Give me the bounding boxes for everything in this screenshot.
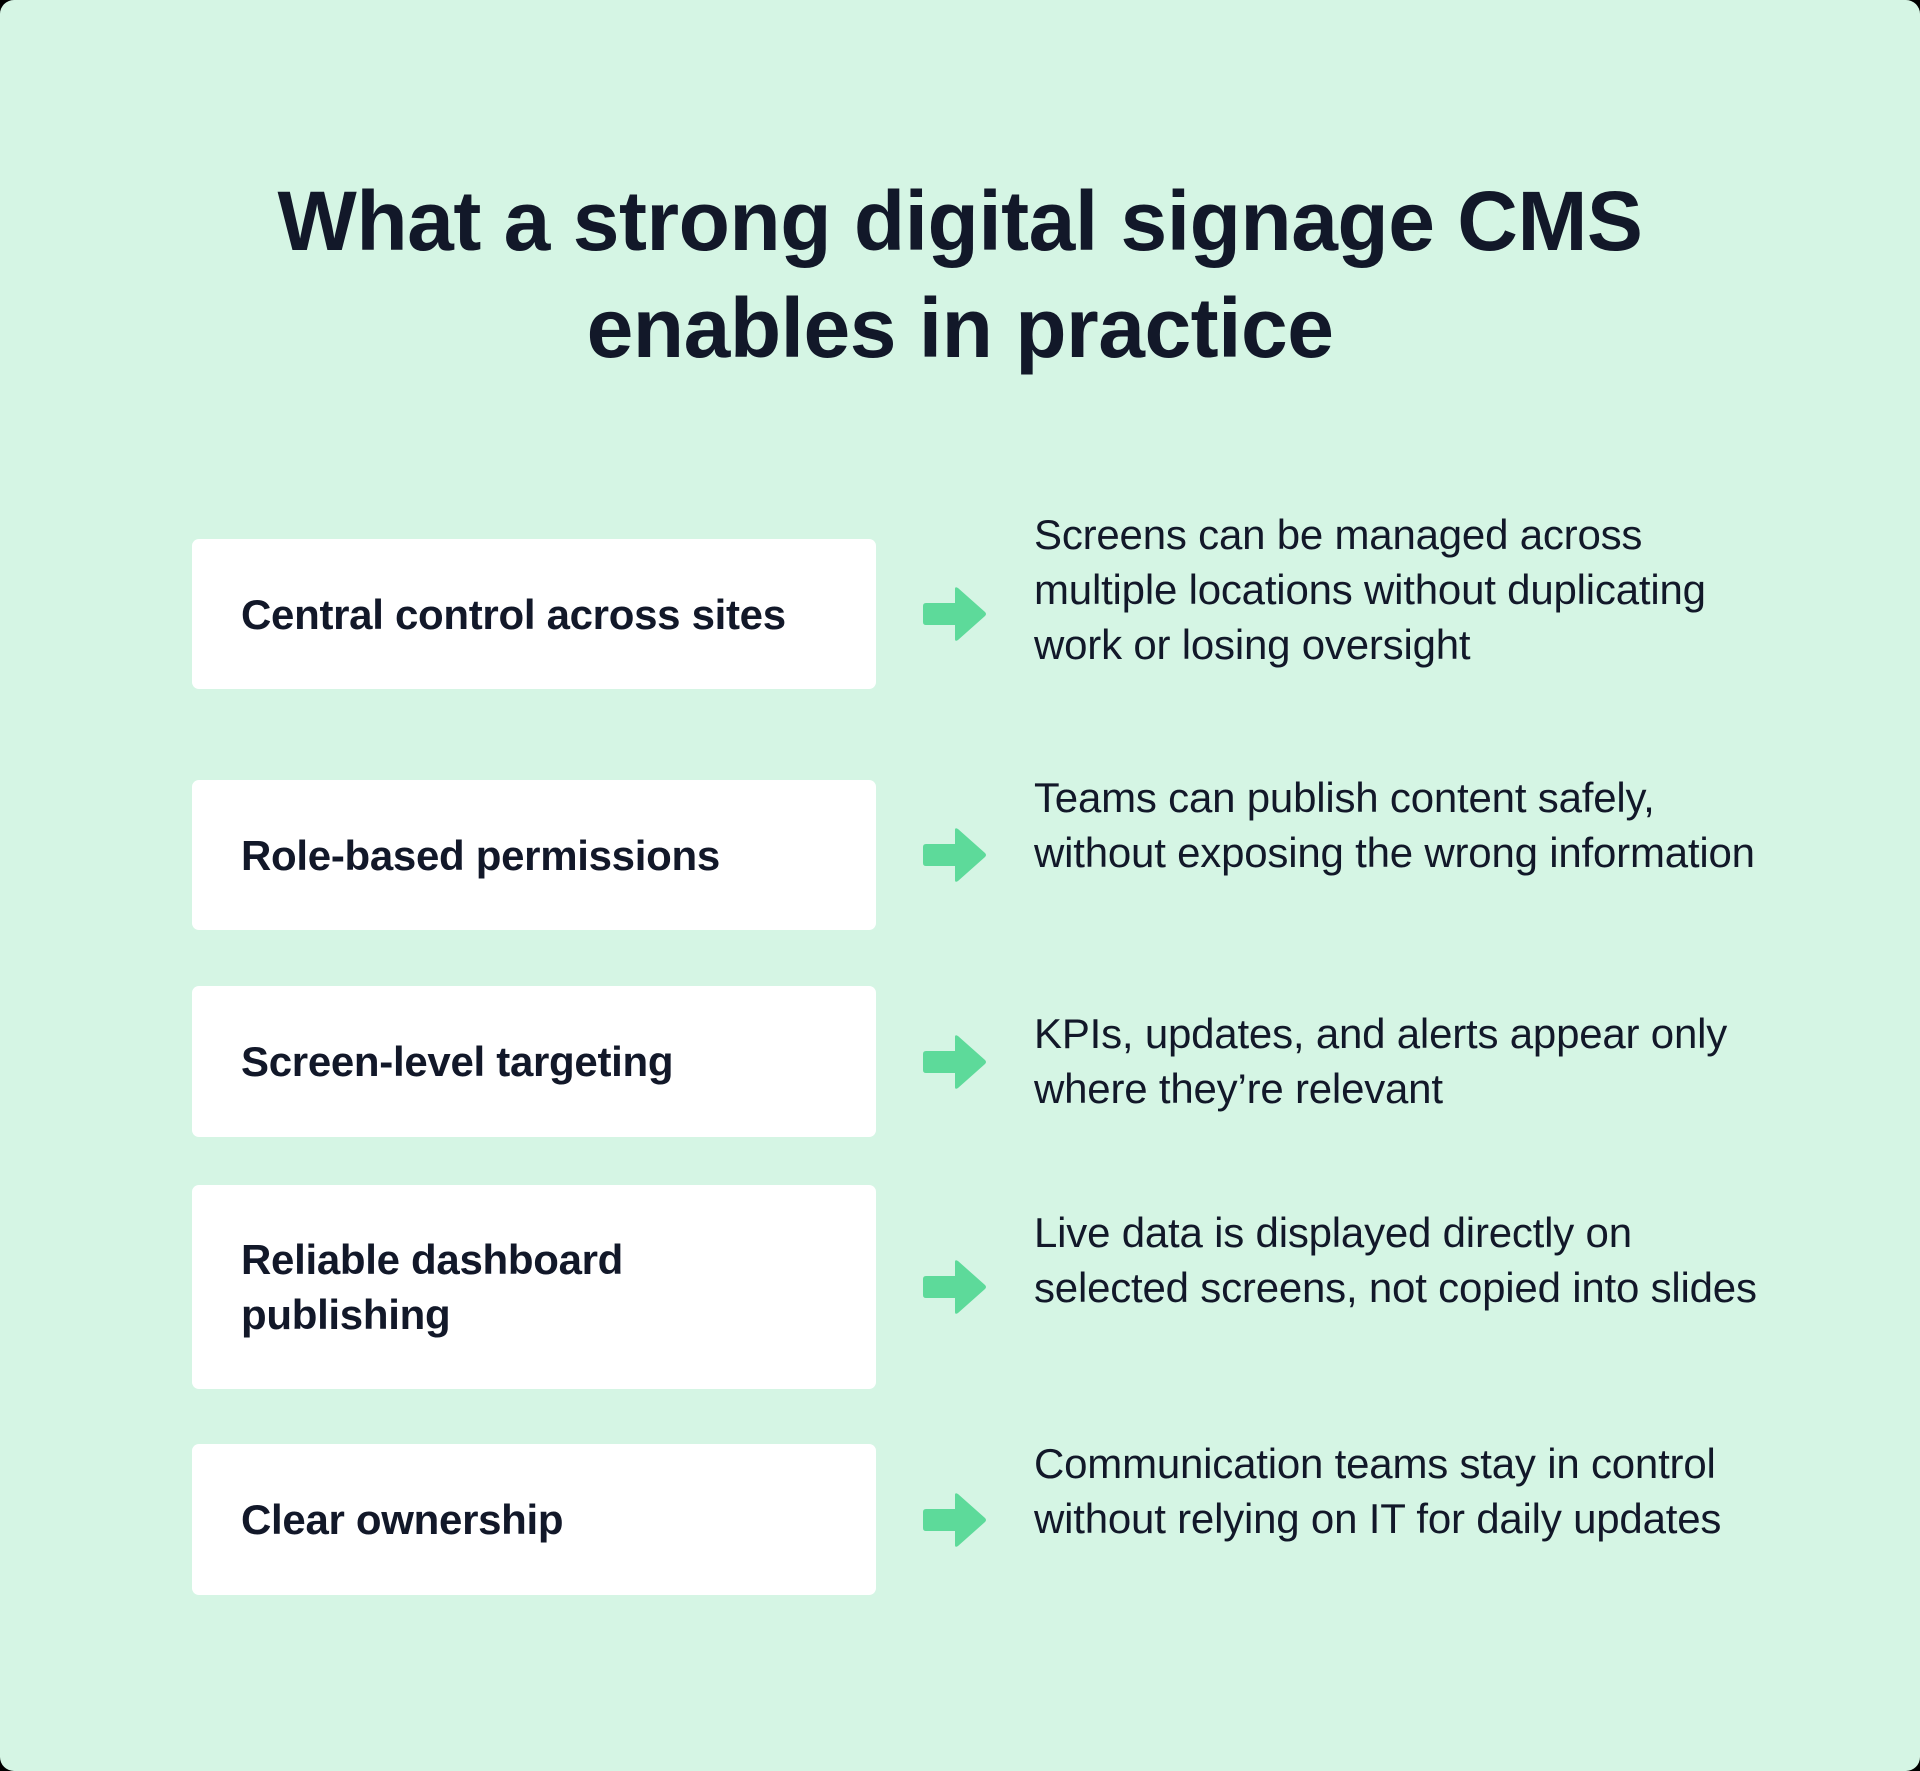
feature-description: Teams can publish content safely, withou…: [1034, 774, 1755, 876]
arrow-right-icon: [923, 828, 986, 882]
title-line-2: enables in practice: [586, 281, 1334, 375]
feature-label: Clear ownership: [241, 1496, 564, 1543]
arrow-right-icon: [923, 1493, 986, 1547]
feature-label: Reliable dashboard publishing: [241, 1236, 624, 1338]
feature-card: Role-based permissions: [192, 780, 876, 930]
feature-card: Screen-level targeting: [192, 986, 876, 1137]
feature-label: Screen-level targeting: [241, 1038, 674, 1085]
feature-card: Reliable dashboard publishing: [192, 1185, 876, 1389]
feature-description: Communication teams stay in control with…: [1034, 1440, 1722, 1542]
feature-row: Role-based permissions Teams can publish…: [192, 774, 1755, 930]
feature-row: Reliable dashboard publishing Live data …: [192, 1185, 1757, 1389]
feature-description: KPIs, updates, and alerts appear only wh…: [1034, 1010, 1728, 1112]
arrow-right-icon: [923, 587, 986, 641]
feature-description: Screens can be managed across multiple l…: [1034, 511, 1706, 668]
feature-row: Clear ownership Communication teams stay…: [192, 1440, 1752, 1595]
feature-description: Live data is displayed directly on selec…: [1034, 1209, 1757, 1311]
feature-label: Central control across sites: [241, 590, 786, 638]
arrow-right-icon: [923, 1035, 986, 1089]
feature-row: Central control across sites Screens can…: [192, 511, 1752, 689]
title-line-1: What a strong digital signage CMS: [277, 174, 1643, 268]
feature-card: Clear ownership: [192, 1444, 876, 1595]
feature-label: Role-based permissions: [241, 831, 720, 879]
feature-card: Central control across sites: [192, 539, 876, 689]
page-title: What a strong digital signage CMS enable…: [0, 168, 1920, 382]
arrow-right-icon: [923, 1260, 986, 1314]
feature-row: Screen-level targeting KPIs, updates, an…: [192, 986, 1752, 1137]
